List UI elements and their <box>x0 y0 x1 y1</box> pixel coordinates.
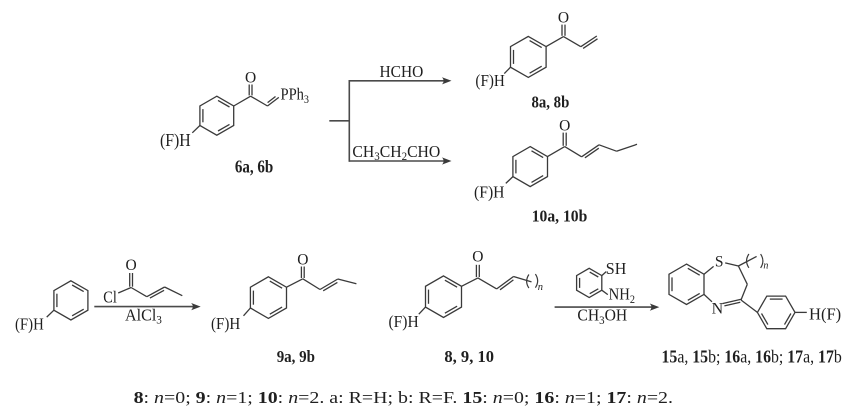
svg-text:Cl: Cl <box>103 287 117 306</box>
svg-text:8, 9, 10: 8, 9, 10 <box>444 347 494 366</box>
svg-text:(F)H: (F)H <box>15 315 44 334</box>
svg-text:O: O <box>297 251 308 268</box>
svg-text:SH: SH <box>606 259 627 278</box>
svg-text:(F)H: (F)H <box>474 183 505 202</box>
svg-text:O: O <box>125 257 136 274</box>
svg-text:8: n=0; 9: n=1; 10: n=2. a: R: 8: n=0; 9: n=1; 10: n=2. a: R=H; b: R=F.… <box>134 388 673 407</box>
svg-text:NH2​: NH2​ <box>609 285 636 306</box>
svg-text:(F)H: (F)H <box>389 312 419 331</box>
svg-text:CH3​OH: CH3​OH <box>577 306 627 327</box>
svg-text:n: n <box>538 282 543 293</box>
svg-text:(F)H: (F)H <box>211 314 240 333</box>
svg-text:n: n <box>763 261 768 272</box>
svg-text:S: S <box>715 253 724 270</box>
svg-text:O: O <box>559 118 570 135</box>
svg-text:8a, 8b: 8a, 8b <box>532 93 570 112</box>
svg-text:AlCl3​: AlCl3​ <box>125 305 162 326</box>
svg-text:N: N <box>712 301 724 318</box>
svg-text:CH3​CH2​CHO: CH3​CH2​CHO <box>352 142 440 163</box>
svg-text:O: O <box>245 70 256 87</box>
svg-text:(F)H: (F)H <box>475 71 505 90</box>
svg-text:O: O <box>558 9 569 26</box>
svg-text:15a, 15b; 16a, 16b; 17a, 17b: 15a, 15b; 16a, 16b; 17a, 17b <box>662 347 843 367</box>
svg-text:10a, 10b: 10a, 10b <box>532 207 588 226</box>
svg-text:HCHO: HCHO <box>380 62 424 81</box>
svg-text:9a, 9b: 9a, 9b <box>277 347 315 366</box>
svg-text:PPh3​: PPh3​ <box>281 85 310 106</box>
svg-text:O: O <box>472 249 483 266</box>
svg-text:(F)H: (F)H <box>160 130 191 150</box>
svg-text:H(F): H(F) <box>809 305 841 324</box>
svg-text:6a, 6b: 6a, 6b <box>235 157 274 177</box>
